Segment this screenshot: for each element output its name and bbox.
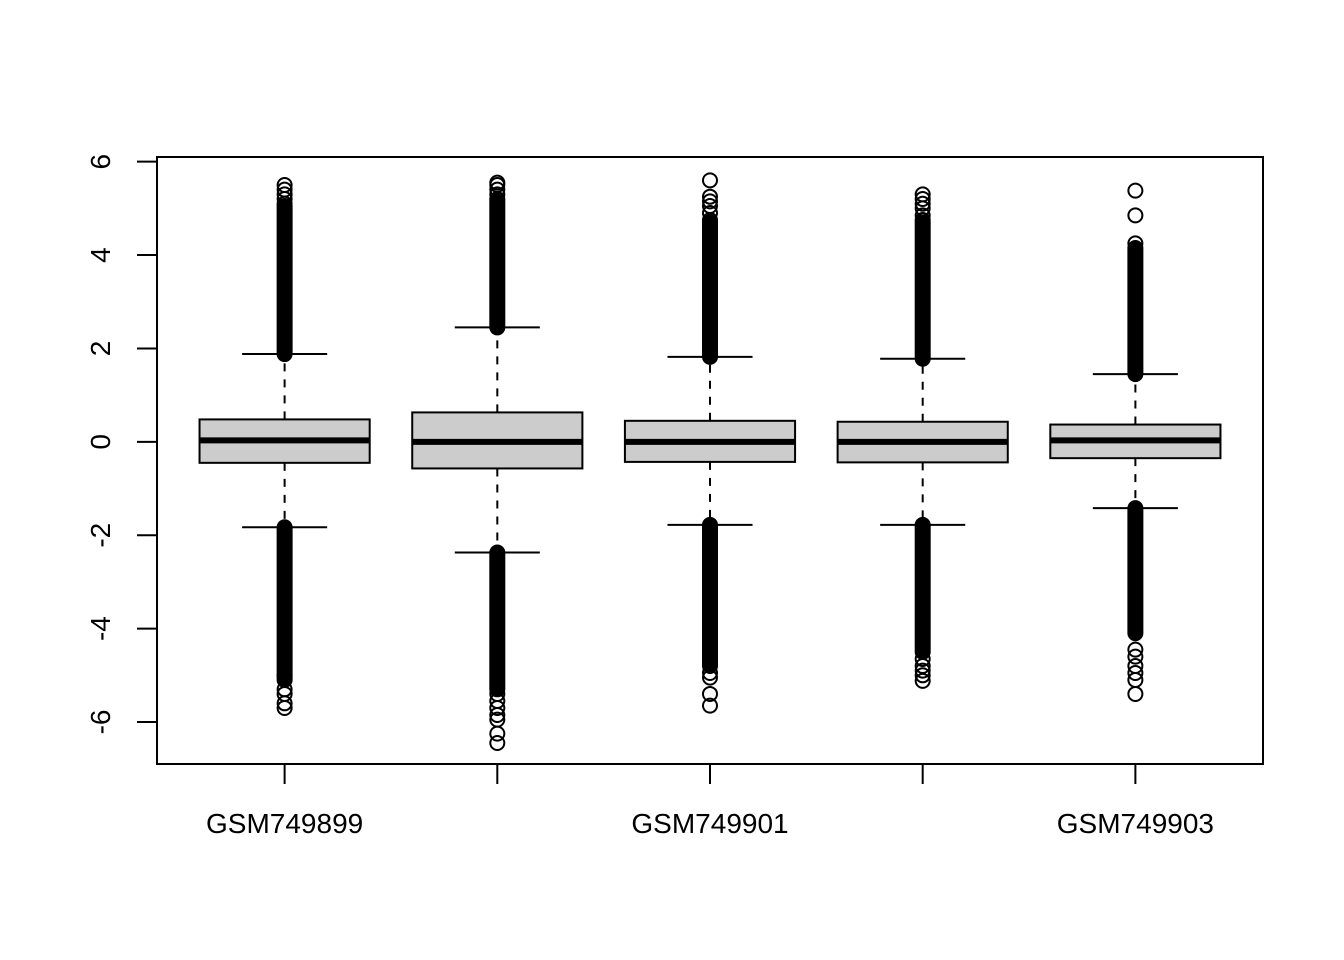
outlier-point (1127, 648, 1144, 665)
y-tick-label: -6 (85, 710, 116, 735)
box-series (198, 172, 1222, 751)
box-group (836, 186, 1009, 689)
outlier-point (914, 662, 931, 679)
box-group (198, 177, 371, 716)
y-tick-label: 2 (85, 341, 116, 357)
outlier-point (1127, 235, 1144, 252)
outlier-point (702, 664, 718, 681)
outlier-point (702, 193, 718, 210)
outlier-point (702, 198, 718, 215)
outlier-point (702, 172, 718, 189)
outlier-point (1127, 207, 1144, 224)
outlier-point (702, 697, 718, 714)
outlier-point (914, 195, 931, 212)
outlier-point (489, 692, 506, 709)
y-tick-label: 0 (85, 434, 116, 450)
outlier-point (914, 650, 931, 667)
outlier-point (1127, 641, 1144, 658)
box-group (623, 172, 797, 714)
y-tick-label: -4 (85, 616, 116, 641)
y-tick-label: 6 (85, 154, 116, 170)
outlier-point (702, 205, 718, 222)
outlier-point (276, 177, 293, 194)
outlier-point (276, 186, 293, 203)
outlier-point (1127, 182, 1144, 199)
outlier-point (914, 667, 931, 684)
outlier-point (914, 191, 931, 208)
outlier-point (489, 685, 506, 702)
outlier-point (489, 711, 506, 728)
outlier-point (489, 181, 506, 198)
outlier-point (702, 669, 718, 686)
outlier-point (914, 657, 931, 674)
x-axis: GSM749899 GSM749901 GSM749903 (206, 764, 1214, 839)
outlier-point (702, 685, 718, 702)
x-tick-label: GSM749901 (631, 808, 788, 839)
outlier-point (1127, 657, 1144, 674)
y-tick-label: 4 (85, 247, 116, 263)
y-axis: -6 -4 -2 0 2 4 6 (85, 154, 158, 735)
outlier-point (702, 188, 718, 205)
x-tick-label: GSM749903 (1057, 808, 1214, 839)
box-group (411, 174, 584, 751)
outlier-point (489, 734, 506, 751)
outlier-point (1127, 685, 1144, 702)
outlier-point (489, 186, 506, 203)
outlier-point (276, 181, 293, 198)
outlier-point (914, 186, 931, 203)
outlier-point (914, 207, 931, 224)
box-group (1049, 182, 1222, 702)
y-tick-label: -2 (85, 523, 116, 548)
outlier-point (489, 174, 506, 191)
outlier-point (276, 667, 293, 684)
outlier-point (276, 685, 293, 702)
x-tick-label: GSM749899 (206, 808, 363, 839)
outlier-point (489, 725, 506, 742)
outlier-point (914, 212, 931, 229)
outlier-point (1127, 664, 1144, 681)
